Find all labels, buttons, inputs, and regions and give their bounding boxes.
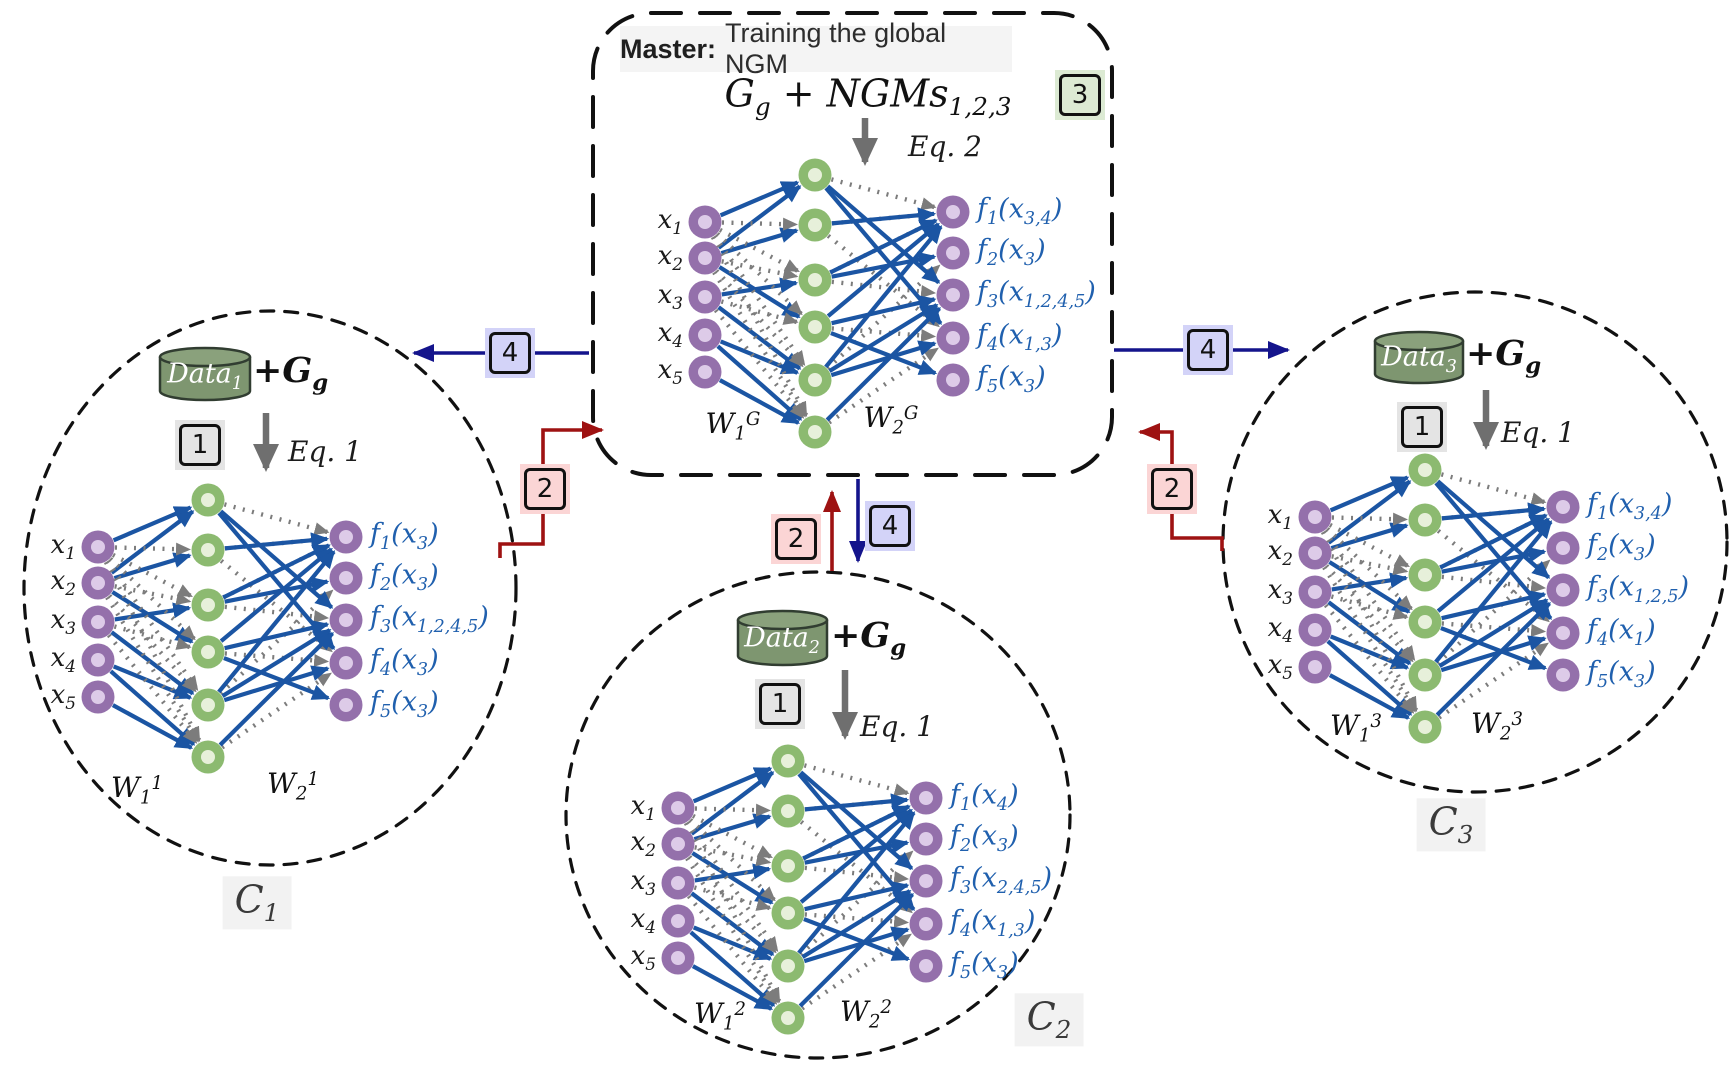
c1-input-label-3: x3	[50, 605, 76, 638]
c2-output-label-3: f3(x2,4,5)	[950, 862, 1053, 898]
client-1-global-graph-label: +Gg	[253, 350, 329, 397]
master-header: Master: Training the global NGM	[620, 18, 1012, 79]
master-input-label-4: x4	[657, 318, 683, 351]
c1-input-label-4: x4	[50, 643, 76, 676]
c3-output-label-5: f5(x3)	[1587, 656, 1656, 692]
c3-input-label-2: x2	[1267, 536, 1293, 569]
client-3-data-label: Data3	[1381, 341, 1457, 377]
data-cylinder-c1	[158, 346, 252, 402]
client-1-ellipse	[22, 309, 518, 867]
upload-arrow-c3-to-master	[1138, 423, 1224, 551]
c2-output-label-2: f2(x3)	[950, 820, 1019, 856]
networks-layer	[81, 158, 1580, 1035]
broadcast-badge-middle: 4	[865, 501, 915, 551]
client-2-step-badge: 1	[755, 679, 805, 729]
c3-input-label-4: x4	[1267, 613, 1293, 646]
client-2-data-label: Data2	[744, 622, 820, 658]
master-w2-label: W2G	[863, 401, 919, 439]
broadcast-badge-right: 4	[1183, 325, 1233, 375]
master-output-label-3: f3(x1,2,4,5)	[977, 276, 1096, 312]
client-3-step-badge: 1	[1397, 402, 1447, 452]
master-input-label-2: x2	[657, 241, 683, 274]
broadcast-badge-left: 4	[485, 328, 535, 378]
c3-input-label-5: x5	[1267, 650, 1293, 683]
client-2-global-graph-label: +Gg	[831, 615, 907, 662]
client-3-w1-label: W13	[1330, 709, 1382, 747]
c1-input-label-2: x2	[50, 566, 76, 599]
master-title-bold: Master:	[620, 33, 717, 64]
upload-arrow-c1-to-master	[498, 421, 604, 558]
data-cylinder-c2	[736, 609, 829, 667]
c2-output-label-5: f5(x3)	[950, 947, 1019, 983]
client-2-w1-label: W12	[694, 997, 746, 1035]
master-eq-label: Eq. 2	[908, 130, 982, 163]
client-1-data-label: Data1	[167, 358, 243, 394]
c3-output-label-2: f2(x3)	[1587, 529, 1656, 565]
master-title-text: Training the global NGM	[725, 18, 947, 79]
c1-input-label-5: x5	[50, 680, 76, 713]
c2-output-label-4: f4(x1,3)	[950, 905, 1036, 941]
master-output-label-2: f2(x3)	[977, 234, 1046, 270]
c2-input-label-5: x5	[630, 941, 656, 974]
c3-output-label-4: f4(x1)	[1587, 614, 1656, 650]
c1-network	[81, 483, 363, 774]
client-2-w2-label: W22	[840, 995, 892, 1033]
c1-output-label-1: f1(x3)	[370, 518, 439, 554]
client-3-name: C3	[1416, 798, 1486, 852]
c3-input-label-3: x3	[1267, 575, 1293, 608]
upload-badge-left: 2	[520, 464, 570, 514]
c2-network	[661, 744, 943, 1035]
client-3-w2-label: W23	[1471, 707, 1523, 745]
master-input-label-5: x5	[657, 355, 683, 388]
master-network	[688, 158, 970, 449]
master-box	[591, 11, 1114, 477]
c1-input-label-1: x1	[50, 530, 76, 563]
upload-badge-middle: 2	[771, 514, 821, 564]
c2-output-label-1: f1(x4)	[950, 779, 1019, 815]
client-2-eq-label: Eq. 1	[860, 710, 934, 743]
master-output-label-5: f5(x3)	[977, 361, 1046, 397]
master-w1-label: W1G	[705, 407, 761, 445]
client-1-w1-label: W11	[111, 771, 163, 809]
client-1-step-badge: 1	[175, 420, 225, 470]
master-output-label-1: f1(x3,4)	[977, 193, 1063, 229]
c3-network	[1298, 453, 1580, 744]
c2-input-label-2: x2	[630, 827, 656, 860]
c1-output-label-2: f2(x3)	[370, 559, 439, 595]
client-2-name: C2	[1014, 993, 1084, 1047]
c2-input-label-3: x3	[630, 866, 656, 899]
c2-input-label-4: x4	[630, 904, 656, 937]
c1-output-label-4: f4(x3)	[370, 644, 439, 680]
client-2-ellipse	[564, 570, 1072, 1060]
c2-input-label-1: x1	[630, 791, 656, 824]
c1-output-label-5: f5(x3)	[370, 686, 439, 722]
c3-output-label-3: f3(x1,2,5)	[1587, 571, 1690, 607]
c3-input-label-1: x1	[1267, 500, 1293, 533]
client-1-name: C1	[222, 876, 292, 930]
master-input-label-1: x1	[657, 205, 683, 238]
upload-badge-right: 2	[1147, 464, 1197, 514]
master-output-label-4: f4(x1,3)	[977, 319, 1063, 355]
client-3-global-graph-label: +Gg	[1466, 333, 1542, 380]
master-formula: Gg + NGMs1,2,3	[724, 71, 1012, 121]
client-3-ellipse	[1221, 290, 1729, 794]
client-1-w2-label: W21	[267, 767, 319, 805]
data-cylinder-c3	[1373, 330, 1465, 385]
client-3-eq-label: Eq. 1	[1501, 416, 1575, 449]
client-1-eq-label: Eq. 1	[288, 435, 362, 468]
c3-output-label-1: f1(x3,4)	[1587, 488, 1673, 524]
c1-output-label-3: f3(x1,2,4,5)	[370, 601, 489, 637]
master-input-label-3: x3	[657, 280, 683, 313]
master-step-badge: 3	[1055, 70, 1105, 120]
